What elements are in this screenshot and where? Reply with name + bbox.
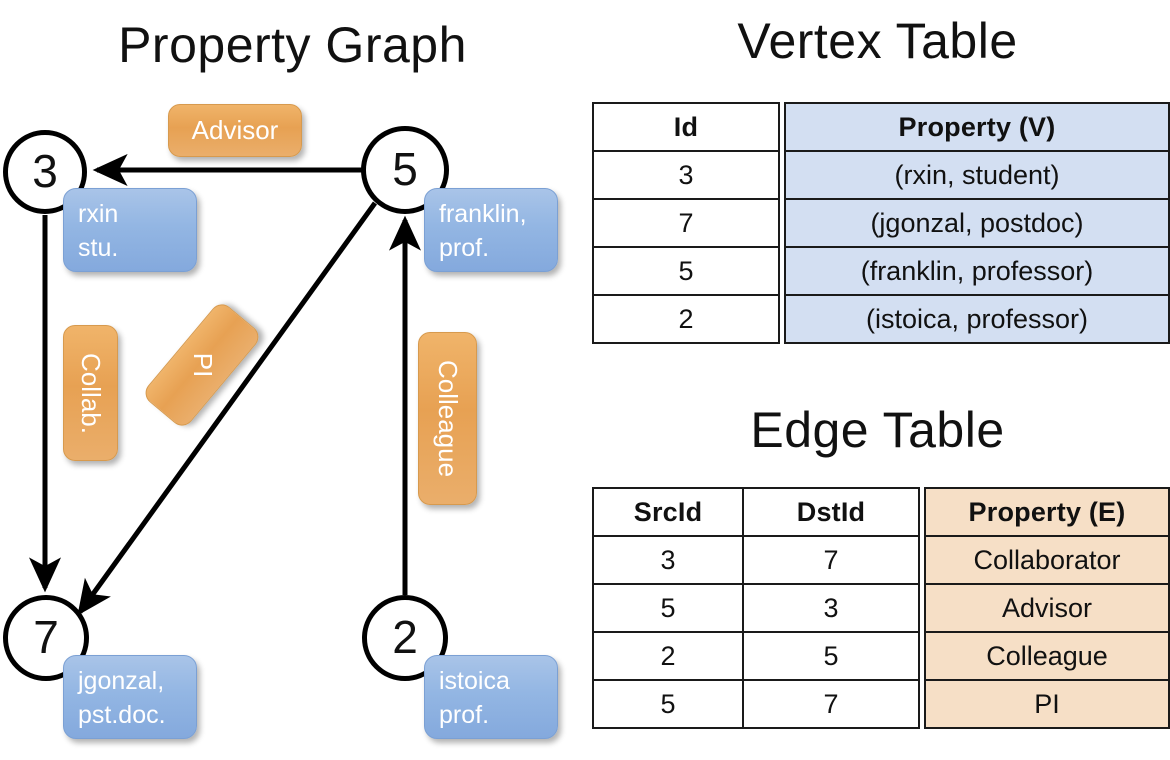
edge-table: SrcId DstId Property (E) 3 7 Collaborato… bbox=[592, 487, 1170, 729]
edge-callout-collab-label: Collab. bbox=[76, 352, 106, 434]
vertex-row-2-property: (franklin, professor) bbox=[784, 246, 1170, 296]
vertex-callout-7: jgonzal, pst.doc. bbox=[63, 655, 197, 739]
edge-callout-collab: Collab. bbox=[63, 325, 118, 461]
vertex-callout-7-line-2: pst.doc. bbox=[78, 700, 166, 729]
edge-table-header-property: Property (E) bbox=[924, 487, 1170, 537]
page-title-edge-table: Edge Table bbox=[750, 402, 1005, 458]
page-title-vertex-table: Vertex Table bbox=[737, 13, 1018, 69]
edge-row-0-dst: 7 bbox=[742, 535, 920, 585]
graph-node-7-label: 7 bbox=[33, 611, 59, 663]
vertex-callout-3-line-1: rxin bbox=[78, 200, 119, 228]
vertex-table-header-row: Id Property (V) bbox=[592, 102, 1170, 152]
edge-table-header-srcid: SrcId bbox=[592, 487, 744, 537]
vertex-row-1-property: (jgonzal, postdoc) bbox=[784, 198, 1170, 248]
table-row[interactable]: 5 3 Advisor bbox=[592, 583, 1170, 633]
edge-row-0-src: 3 bbox=[592, 535, 744, 585]
property-graph-diagram: 3 5 7 2 rxin stu. franklin, prof. jgonza… bbox=[3, 104, 558, 739]
graph-node-5-label: 5 bbox=[392, 143, 418, 195]
edge-callout-advisor-label: Advisor bbox=[191, 115, 279, 145]
edge-table-header-row: SrcId DstId Property (E) bbox=[592, 487, 1170, 537]
page-title-property-graph: Property Graph bbox=[118, 17, 467, 73]
graph-node-3-label: 3 bbox=[32, 145, 58, 197]
graph-node-2-label: 2 bbox=[392, 611, 418, 663]
table-row[interactable]: 7 (jgonzal, postdoc) bbox=[592, 198, 1170, 248]
edge-row-1-src: 5 bbox=[592, 583, 744, 633]
vertex-table: Id Property (V) 3 (rxin, student) 7 (jgo… bbox=[592, 102, 1170, 344]
table-row[interactable]: 3 7 Collaborator bbox=[592, 535, 1170, 585]
edge-callout-pi-label: PI bbox=[187, 352, 218, 378]
vertex-row-2-id: 5 bbox=[592, 246, 780, 296]
vertex-row-3-property: (istoica, professor) bbox=[784, 294, 1170, 344]
edge-arrow-5-to-7 bbox=[77, 201, 378, 616]
vertex-row-1-id: 7 bbox=[592, 198, 780, 248]
edge-callout-advisor: Advisor bbox=[168, 104, 302, 157]
graph-node-2[interactable]: 2 bbox=[362, 595, 448, 681]
table-row[interactable]: 3 (rxin, student) bbox=[592, 150, 1170, 200]
table-row[interactable]: 5 (franklin, professor) bbox=[592, 246, 1170, 296]
edge-callout-colleague-label: Colleague bbox=[433, 359, 463, 478]
vertex-row-0-id: 3 bbox=[592, 150, 780, 200]
edge-row-3-src: 5 bbox=[592, 679, 744, 729]
vertex-row-3-id: 2 bbox=[592, 294, 780, 344]
table-row[interactable]: 2 5 Colleague bbox=[592, 631, 1170, 681]
vertex-callout-5-line-2: prof. bbox=[439, 233, 490, 262]
vertex-callout-3-line-2: stu. bbox=[78, 233, 119, 262]
edge-callout-colleague: Colleague bbox=[418, 332, 477, 505]
edge-row-2-src: 2 bbox=[592, 631, 744, 681]
vertex-callout-7-line-1: jgonzal, bbox=[78, 667, 165, 695]
edge-row-2-dst: 5 bbox=[742, 631, 920, 681]
edge-row-0-property: Collaborator bbox=[924, 535, 1170, 585]
edge-row-2-property: Colleague bbox=[924, 631, 1170, 681]
graph-edge-arrows bbox=[28, 153, 422, 616]
edge-row-3-property: PI bbox=[924, 679, 1170, 729]
vertex-callout-3: rxin stu. bbox=[63, 188, 197, 272]
edge-row-1-dst: 3 bbox=[742, 583, 920, 633]
vertex-row-0-property: (rxin, student) bbox=[784, 150, 1170, 200]
table-row[interactable]: 5 7 PI bbox=[592, 679, 1170, 729]
vertex-callout-2-line-1: istoica bbox=[439, 667, 510, 695]
edge-row-3-dst: 7 bbox=[742, 679, 920, 729]
graph-node-5[interactable]: 5 bbox=[361, 126, 449, 214]
edge-row-1-property: Advisor bbox=[924, 583, 1170, 633]
vertex-callout-5: franklin, prof. bbox=[424, 188, 558, 272]
table-row[interactable]: 2 (istoica, professor) bbox=[592, 294, 1170, 344]
vertex-callout-2: istoica prof. bbox=[424, 655, 558, 739]
vertex-callout-2-line-2: prof. bbox=[439, 700, 490, 729]
edge-table-header-dstid: DstId bbox=[742, 487, 920, 537]
vertex-callout-5-line-1: franklin, bbox=[439, 200, 527, 228]
vertex-table-header-property: Property (V) bbox=[784, 102, 1170, 152]
vertex-table-header-id: Id bbox=[592, 102, 780, 152]
